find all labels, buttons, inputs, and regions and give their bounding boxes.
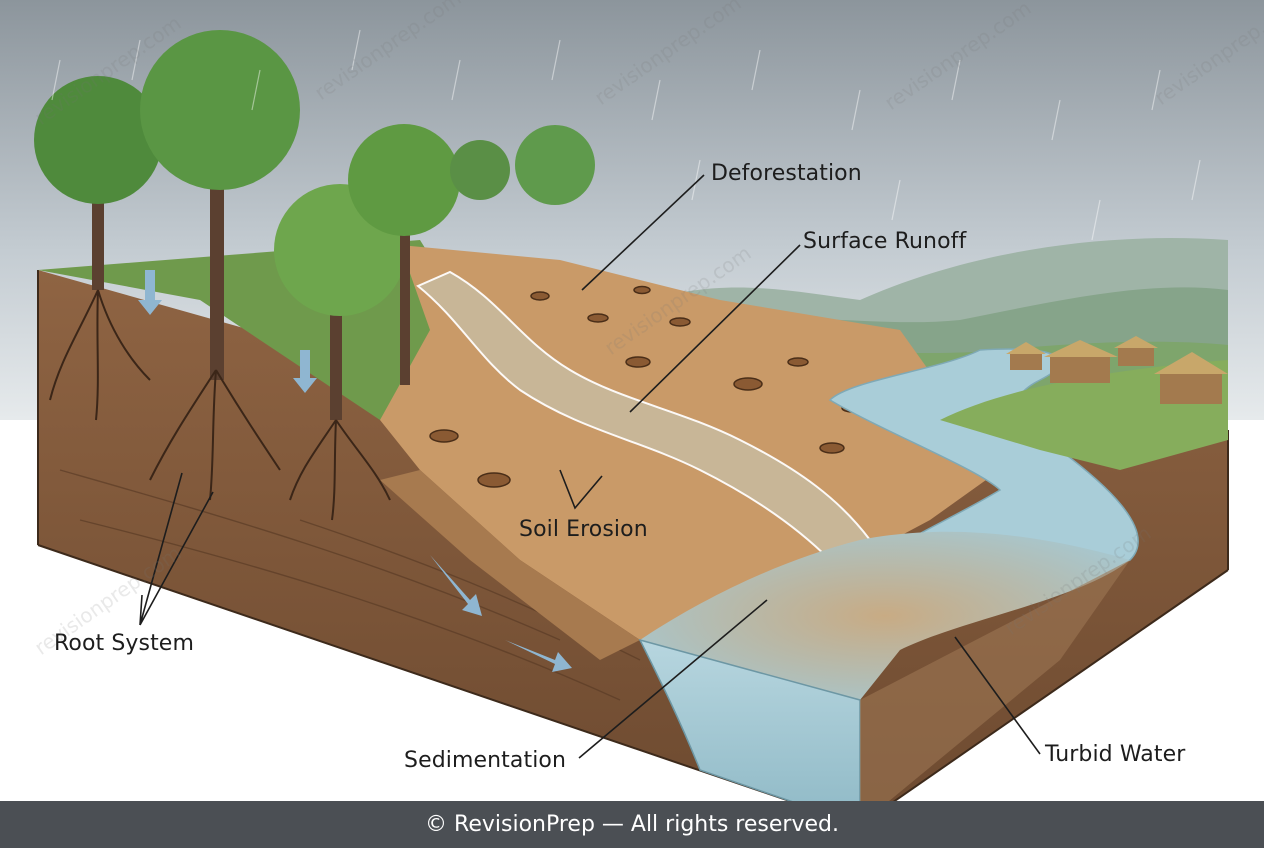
- root-systems: [49, 289, 391, 521]
- label-soil-erosion: Soil Erosion: [519, 517, 648, 542]
- surface-runoff-leader: [629, 244, 801, 413]
- label-surface-runoff: Surface Runoff: [803, 229, 967, 254]
- rain: [51, 29, 1201, 241]
- soil-erosion-leader: [559, 469, 603, 510]
- flow-arrows: [138, 270, 572, 672]
- deforestation-leader: [581, 174, 705, 291]
- label-turbid-water: Turbid Water: [1045, 742, 1186, 767]
- turbid-water-leader: [954, 636, 1041, 755]
- label-root-system: Root System: [54, 631, 194, 656]
- water-cross-section: [638, 638, 861, 827]
- label-deforestation: Deforestation: [711, 161, 862, 186]
- root-system-leader: [139, 472, 214, 626]
- sedimentation-leader: [578, 599, 768, 759]
- village: [940, 336, 1228, 470]
- leader-lines: [139, 174, 1041, 759]
- turbid-water-surface: [640, 531, 1130, 700]
- copyright-footer: © RevisionPrep — All rights reserved.: [0, 801, 1264, 848]
- label-sedimentation: Sedimentation: [404, 748, 567, 773]
- forest-trees: [34, 30, 595, 420]
